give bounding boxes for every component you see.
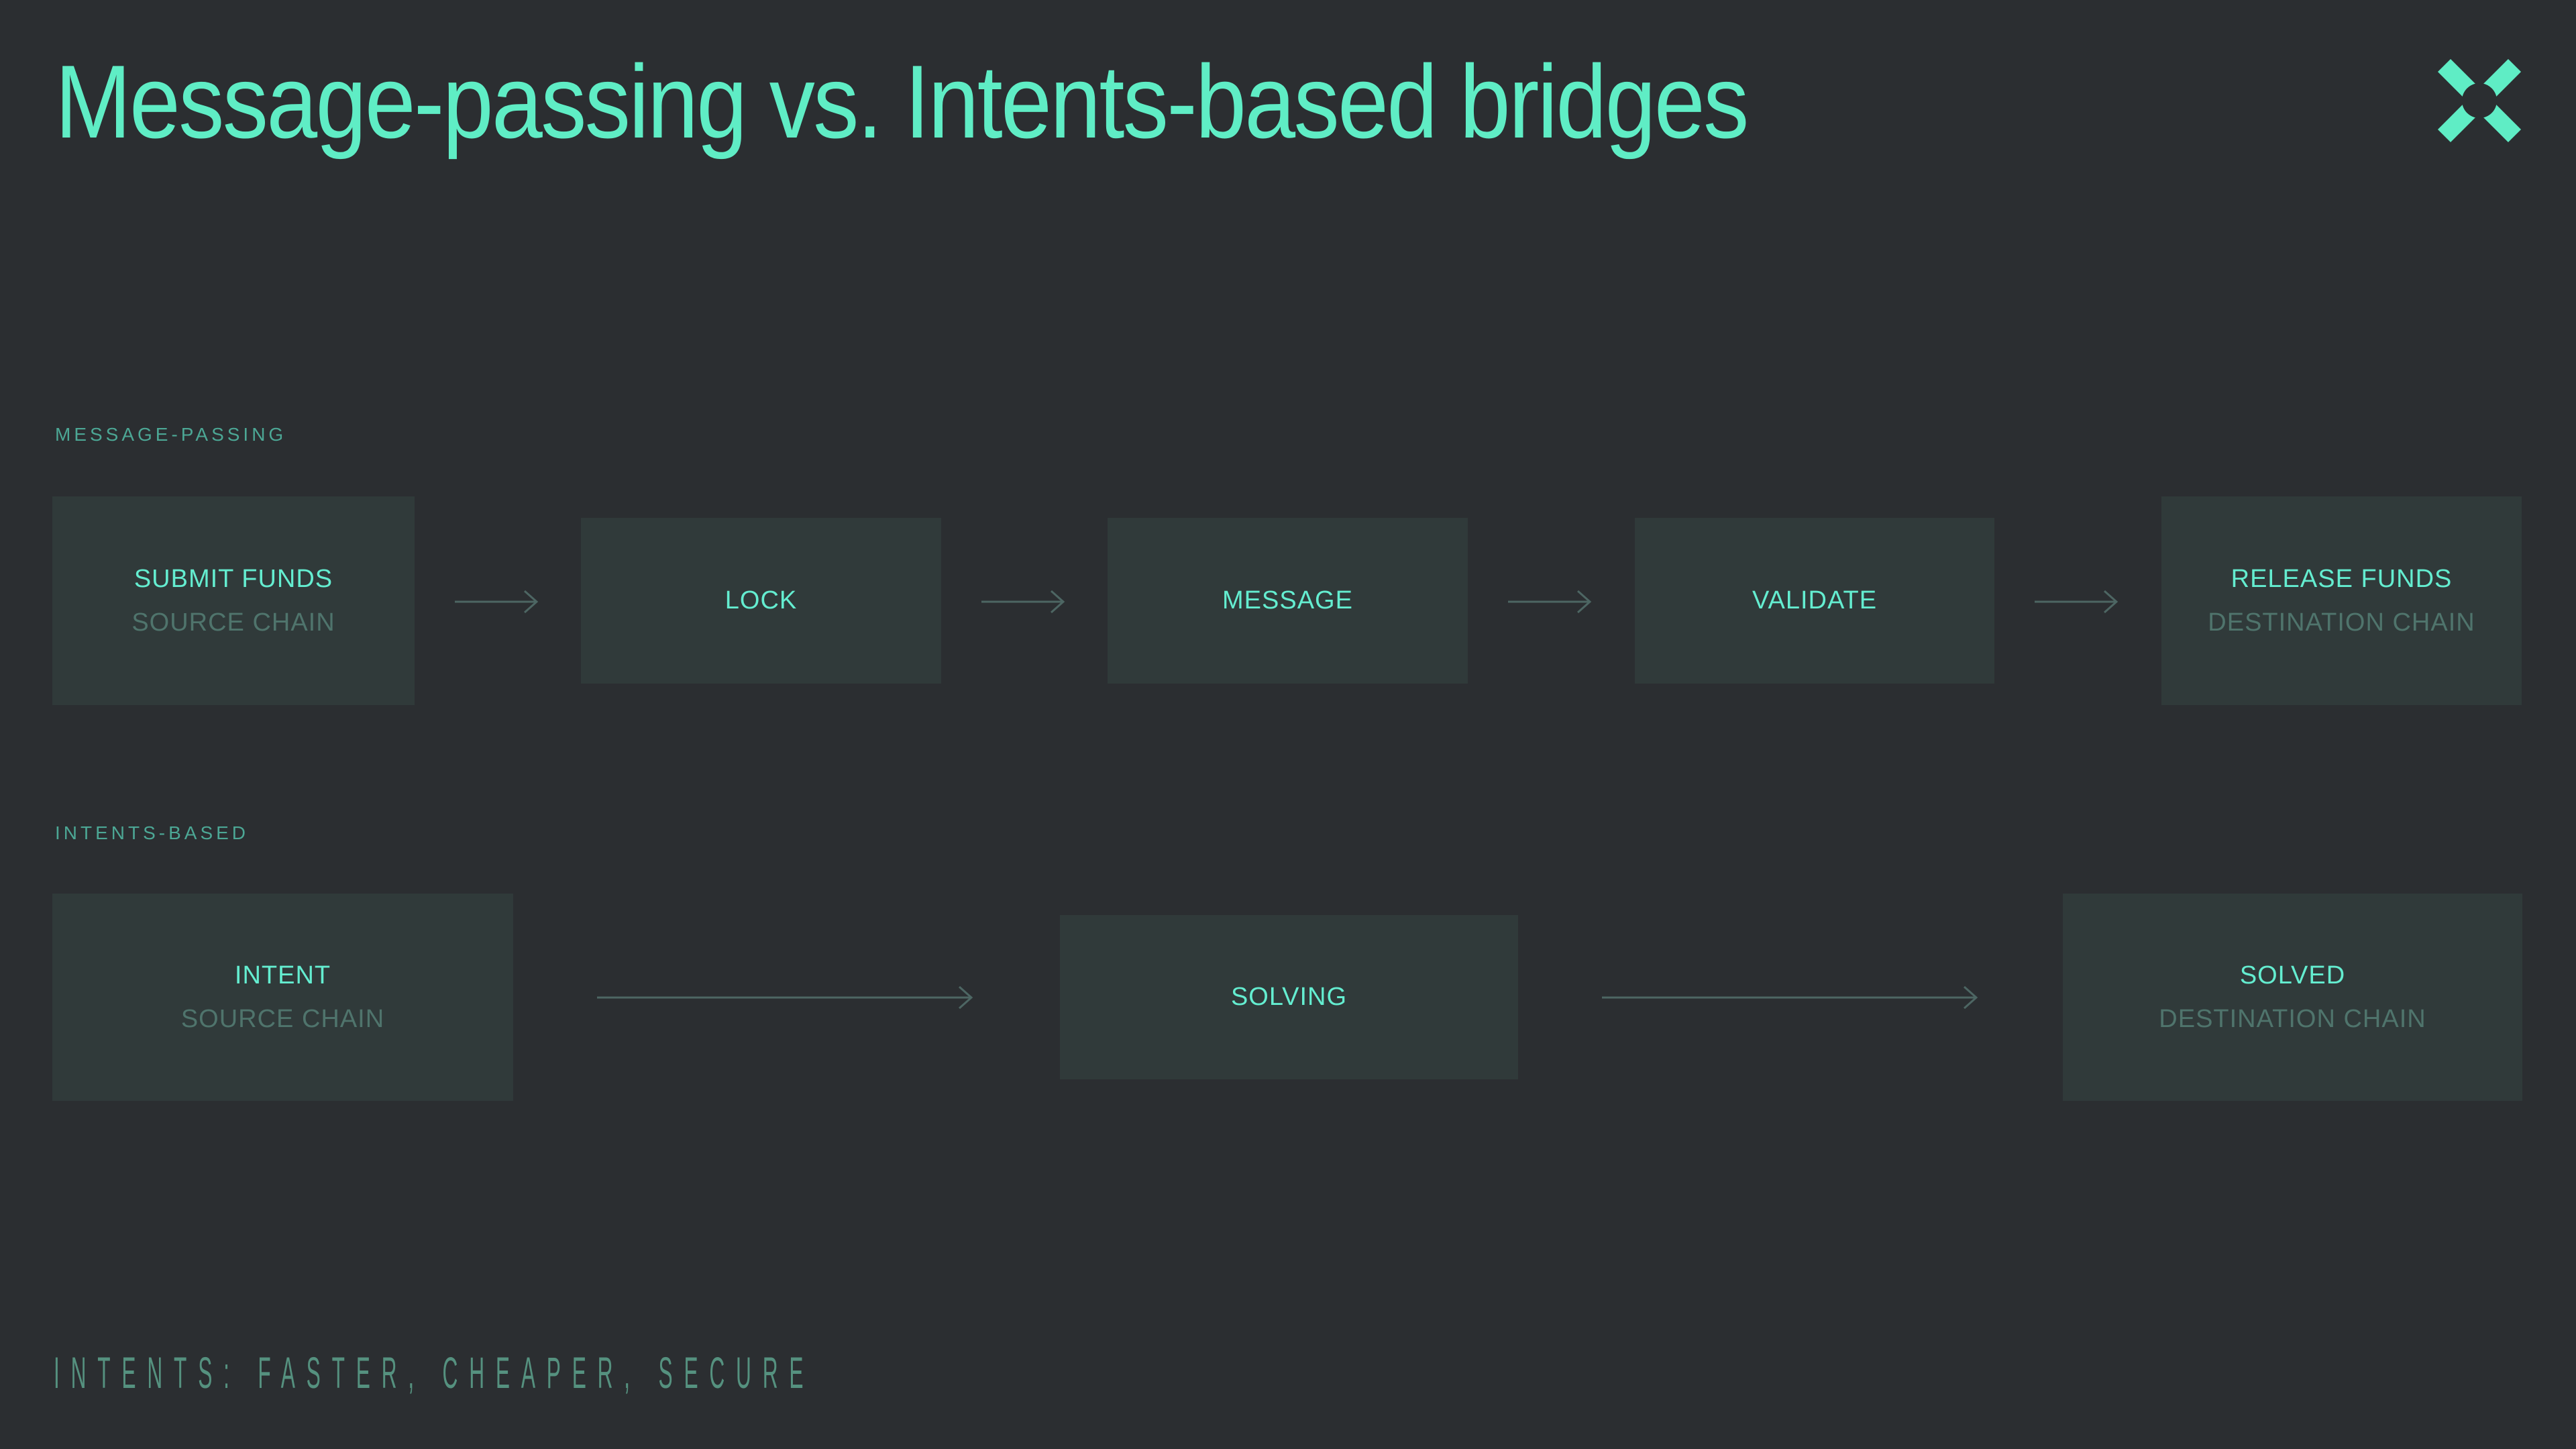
process-box-intent: INTENT SOURCE CHAIN xyxy=(52,894,513,1101)
box-sub-label: DESTINATION CHAIN xyxy=(2208,608,2475,637)
process-box-lock: LOCK xyxy=(581,518,941,684)
box-main-label: SUBMIT FUNDS xyxy=(133,564,333,593)
flow-arrow-icon xyxy=(981,590,1065,614)
flow-arrow-icon xyxy=(1602,985,1978,1010)
box-main-label: LOCK xyxy=(724,586,798,614)
box-sub-label: DESTINATION CHAIN xyxy=(2159,1004,2426,1033)
box-main-label: MESSAGE xyxy=(1222,586,1353,614)
process-box-solving: SOLVING xyxy=(1060,915,1518,1079)
box-sub-label: SOURCE CHAIN xyxy=(131,608,335,637)
x-mark-logo-icon xyxy=(2437,58,2522,143)
flow-arrow-icon xyxy=(597,985,973,1010)
box-sub-label: SOURCE CHAIN xyxy=(180,1004,385,1033)
process-box-validate: VALIDATE xyxy=(1635,518,1994,684)
page-title: Message-passing vs. Intents-based bridge… xyxy=(55,44,1749,160)
flow-arrow-icon xyxy=(1508,590,1592,614)
process-box-solved: SOLVED DESTINATION CHAIN xyxy=(2063,894,2522,1101)
box-main-label: SOLVING xyxy=(1230,983,1348,1011)
process-box-message: MESSAGE xyxy=(1108,518,1468,684)
box-main-label: VALIDATE xyxy=(1752,586,1878,614)
box-main-label: RELEASE FUNDS xyxy=(2231,564,2453,593)
process-box-release-funds: RELEASE FUNDS DESTINATION CHAIN xyxy=(2161,496,2522,705)
footer-caption: INTENTS: FASTER, CHEAPER, SECURE xyxy=(54,1348,815,1397)
box-main-label: SOLVED xyxy=(2239,961,2346,989)
section-label-message-passing: MESSAGE-PASSING xyxy=(55,424,287,445)
box-main-label: INTENT xyxy=(234,961,331,989)
flow-arrow-icon xyxy=(2035,590,2118,614)
process-box-submit-funds: SUBMIT FUNDS SOURCE CHAIN xyxy=(52,496,415,705)
flow-arrow-icon xyxy=(455,590,539,614)
section-label-intents-based: INTENTS-BASED xyxy=(55,822,250,843)
